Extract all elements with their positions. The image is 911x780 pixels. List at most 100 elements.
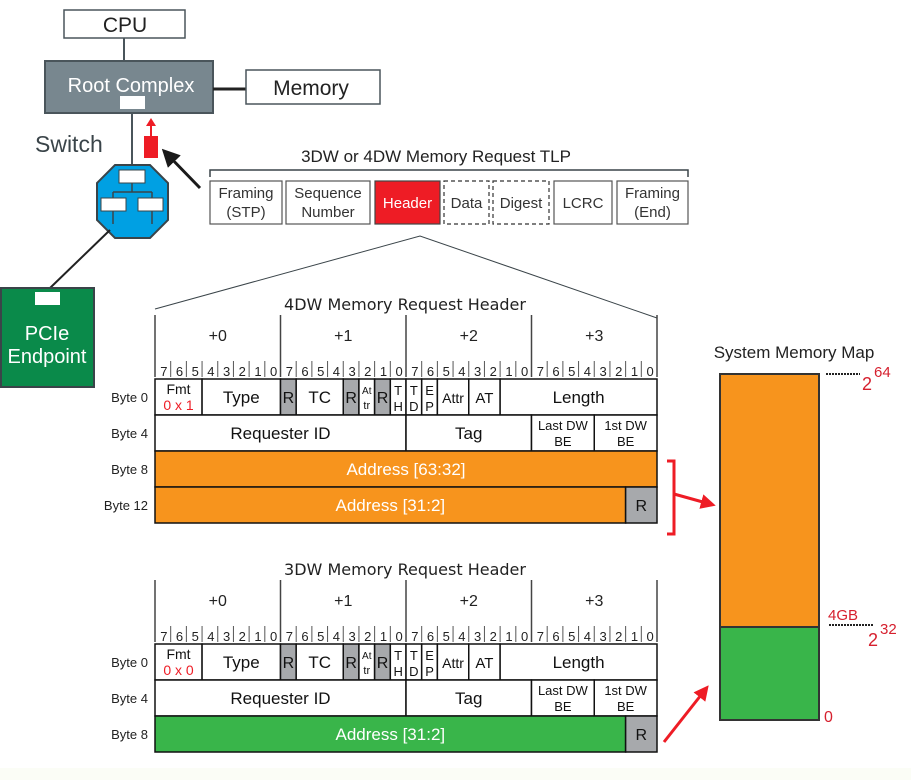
- th-label: T: [394, 383, 402, 398]
- attr-label: Attr: [442, 655, 464, 671]
- tlp-field-lcrc: LCRC: [553, 180, 613, 225]
- row-label-byte-0: Byte 0: [111, 390, 148, 405]
- byte-offset-label: +0: [209, 593, 227, 610]
- bit-number: 5: [443, 364, 450, 379]
- bit-number: 0: [396, 629, 403, 644]
- last-dw-be-label: Last DW: [538, 683, 589, 698]
- bit-number: 1: [631, 629, 638, 644]
- row-label-byte-8: Byte 8: [111, 727, 148, 742]
- bit-number: 0: [521, 629, 528, 644]
- byte-offset-label: +3: [585, 593, 603, 610]
- bit-number: 7: [286, 364, 293, 379]
- bit-number: 3: [223, 629, 230, 644]
- td-label: D: [409, 399, 418, 414]
- first-dw-be-label: BE: [617, 699, 635, 714]
- bit-number: 0: [647, 364, 654, 379]
- tc-label: TC: [308, 653, 331, 672]
- requester-id-label: Requester ID: [230, 689, 330, 708]
- type-field: [201, 378, 282, 416]
- bit-number: 5: [192, 364, 199, 379]
- bit-number: 4: [584, 364, 591, 379]
- length-label: Length: [553, 653, 605, 672]
- attr-bit-label: At: [362, 386, 372, 397]
- reserved-bits: [624, 715, 658, 753]
- fmt-label: Fmt: [166, 381, 190, 397]
- row-label-byte-8: Byte 8: [111, 462, 148, 477]
- tlp-field-label: Digest: [500, 195, 543, 212]
- bit-number: 5: [317, 629, 324, 644]
- bit-number: 2: [364, 629, 371, 644]
- bit-number: 1: [505, 364, 512, 379]
- attr-bit-label: At: [362, 651, 372, 662]
- tlp-field-framing-end: Framing(End): [616, 180, 689, 225]
- address-bracket: [667, 459, 676, 536]
- cpu-label: CPU: [103, 14, 147, 37]
- packet-up-icon: [144, 118, 158, 158]
- first-dw-be-label: 1st DW: [604, 418, 647, 433]
- bit-number: 6: [301, 629, 308, 644]
- bit-number: 2: [239, 364, 246, 379]
- tag-label: Tag: [455, 424, 482, 443]
- memory-map-title: System Memory Map: [714, 343, 875, 362]
- tlp-field-label: Framing: [218, 185, 273, 202]
- system-memory-map: System Memory Map 2 64 4GB 2 32 0: [714, 343, 897, 726]
- bit-number: 7: [411, 629, 418, 644]
- tlp-pointer-arrow: [161, 148, 202, 190]
- bit-number: 4: [458, 629, 465, 644]
- bit-number: 1: [380, 629, 387, 644]
- bit-number: 6: [301, 364, 308, 379]
- row-label-byte-4: Byte 4: [111, 426, 148, 441]
- topology: CPU Root Complex Memory Switch: [0, 9, 381, 388]
- bit-number: 2: [490, 629, 497, 644]
- bit-number: 5: [568, 629, 575, 644]
- bit-number: 1: [631, 364, 638, 379]
- ep-label: E: [425, 383, 434, 398]
- row-label-byte-12: Byte 12: [104, 498, 148, 513]
- bit-number: 6: [552, 364, 559, 379]
- tc-label: TC: [308, 388, 331, 407]
- bit-number: 6: [427, 364, 434, 379]
- reserved-label: R: [345, 390, 357, 407]
- last-dw-be-label: Last DW: [538, 418, 589, 433]
- th-label: H: [393, 399, 402, 414]
- ep-label: P: [425, 664, 434, 679]
- bit-number: 4: [207, 629, 214, 644]
- bit-number: 4: [458, 364, 465, 379]
- bit-number: 2: [239, 629, 246, 644]
- at-field: [468, 643, 501, 681]
- tlp-field-label: Framing: [625, 185, 680, 202]
- bit-number: 1: [254, 629, 261, 644]
- bit-number: 7: [411, 364, 418, 379]
- bit-number: 5: [568, 364, 575, 379]
- length-label: Length: [553, 388, 605, 407]
- tag-label: Tag: [455, 689, 482, 708]
- bit-number: 0: [270, 629, 277, 644]
- bit-number: 6: [176, 629, 183, 644]
- bit-number: 7: [537, 364, 544, 379]
- bit-number: 6: [176, 364, 183, 379]
- bit-number: 4: [333, 364, 340, 379]
- fmt-value: 0 x 0: [163, 662, 194, 678]
- bit-number: 6: [552, 629, 559, 644]
- endpoint-label-1: PCIe: [25, 323, 69, 345]
- bit-number: 3: [474, 364, 481, 379]
- bit-number: 4: [584, 629, 591, 644]
- root-complex-label: Root Complex: [68, 75, 195, 97]
- byte-offset-label: +2: [460, 593, 478, 610]
- bit-number: 7: [537, 629, 544, 644]
- bottom-band: [0, 768, 911, 780]
- at-label: AT: [475, 655, 493, 672]
- top-boundary-base: 2: [862, 374, 872, 394]
- fmt-value: 0 x 1: [163, 397, 194, 413]
- byte-offset-label: +1: [334, 328, 352, 345]
- root-complex-node: Root Complex: [44, 60, 214, 114]
- fmt-field: [154, 378, 203, 416]
- type-label: Type: [223, 653, 260, 672]
- bit-number: 3: [599, 629, 606, 644]
- reserved-label: R: [636, 727, 648, 744]
- switch-icon: [96, 164, 169, 239]
- td-label: T: [410, 383, 418, 398]
- at-field: [468, 378, 501, 416]
